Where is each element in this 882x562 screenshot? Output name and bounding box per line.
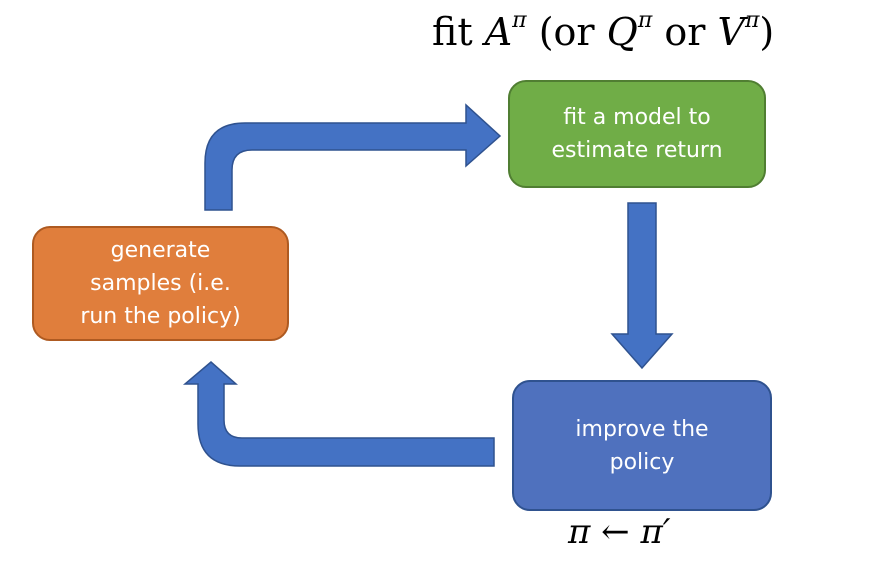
- node-label-line: improve the: [575, 416, 709, 442]
- arrow-fit-to-improve: [610, 202, 674, 370]
- symbol-pi: π: [744, 8, 760, 33]
- node-label-line: fit a model to: [563, 105, 711, 130]
- arrow-generate-to-fit: [204, 103, 502, 211]
- symbol-pi: π: [512, 8, 527, 33]
- fit-advantage-annotation: fit Aπ (or Qπ or Vπ): [432, 8, 774, 54]
- improve-policy-node: improve the policy: [512, 380, 772, 511]
- arrow-improve-to-generate: [182, 361, 495, 467]
- or-label: or: [652, 10, 718, 54]
- node-label-line: run the policy): [80, 304, 241, 329]
- symbol-q: Q: [606, 10, 638, 54]
- node-label-line: samples (i.e.: [90, 271, 231, 296]
- node-label-line: generate: [110, 238, 211, 263]
- fit-label: fit: [432, 10, 485, 54]
- generate-samples-node: generate samples (i.e. run the policy): [32, 226, 289, 341]
- node-label-line: policy: [609, 449, 675, 475]
- symbol-pi: π: [637, 8, 653, 33]
- or-label: (or: [526, 10, 607, 54]
- policy-update-annotation: π ← π′: [568, 512, 671, 552]
- symbol-a: A: [484, 10, 513, 54]
- close-paren: ): [759, 10, 775, 54]
- symbol-v: V: [717, 10, 745, 54]
- node-label-line: estimate return: [551, 138, 723, 163]
- fit-model-node: fit a model to estimate return: [508, 80, 766, 188]
